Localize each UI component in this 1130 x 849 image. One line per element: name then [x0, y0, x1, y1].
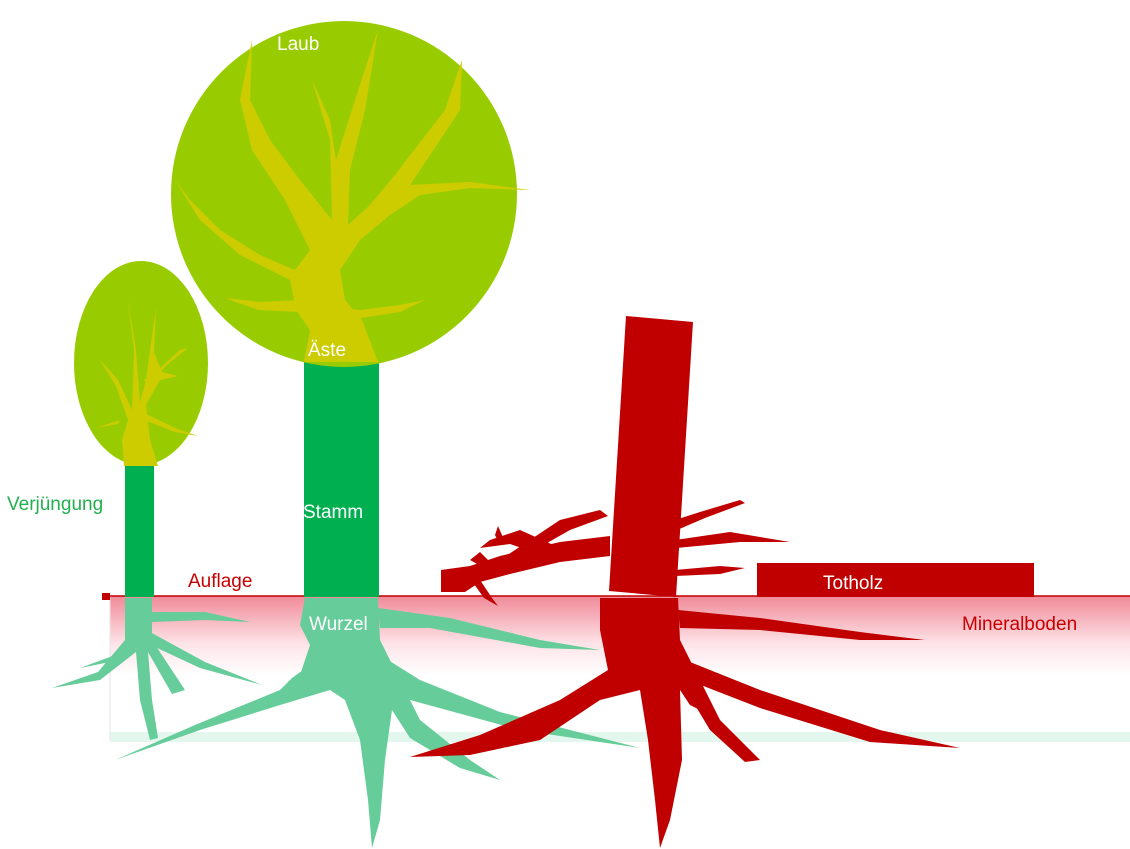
- label-mineralboden: Mineralboden: [962, 614, 1077, 635]
- dead-tree-trunk: [609, 316, 693, 597]
- tree-roots: [115, 598, 640, 848]
- young-tree-roots: [52, 598, 262, 740]
- dead-tree-roots: [410, 598, 960, 848]
- label-laub: Laub: [277, 34, 319, 55]
- tree-trunk: [304, 360, 379, 597]
- label-verjuengung: Verjüngung: [7, 494, 103, 515]
- label-auflage: Auflage: [188, 571, 252, 592]
- tree-branches: [175, 30, 530, 362]
- label-aeste: Äste: [308, 340, 346, 361]
- young-tree-branches: [96, 300, 198, 466]
- label-totholz: Totholz: [823, 573, 883, 594]
- dead-tree-branches: [441, 500, 790, 606]
- deadwood-log: [757, 563, 1034, 597]
- young-tree-trunk: [125, 464, 154, 597]
- label-stamm: Stamm: [303, 502, 363, 523]
- young-tree-crown: [74, 261, 208, 465]
- label-wurzel: Wurzel: [309, 614, 368, 635]
